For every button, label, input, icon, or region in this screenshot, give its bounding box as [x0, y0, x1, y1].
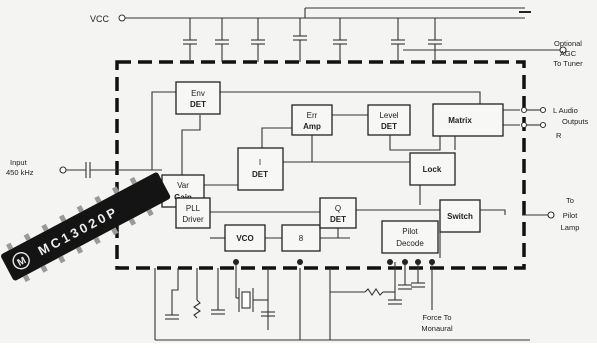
agc-label-line2: AGC — [560, 49, 577, 58]
motorola-logo-icon — [12, 252, 30, 270]
input-label: Input 450 kHz — [6, 158, 34, 177]
pll-driver-line2: Driver — [182, 215, 204, 224]
block-env-det: Env DET — [175, 81, 221, 115]
env-det-line2: DET — [190, 100, 206, 109]
block-vco: VCO — [224, 224, 266, 252]
i-det-line2: DET — [252, 170, 268, 179]
ic-boundary — [115, 60, 526, 270]
matrix-label: Matrix — [448, 116, 472, 125]
force-mono-line1: Force To — [422, 313, 451, 322]
q-det-line2: DET — [330, 215, 346, 224]
output-terminals — [520, 46, 567, 219]
pilot-decode-line1: Pilot — [402, 227, 418, 236]
pll-driver-line1: PLL — [186, 204, 201, 213]
q-det-line1: Q — [335, 204, 341, 213]
vco-label: VCO — [236, 234, 253, 243]
audio-label-line2: Outputs — [562, 117, 589, 126]
block-q-det: Q DET — [319, 197, 357, 229]
top-capacitors — [183, 18, 560, 62]
block-pll-driver: PLL Driver — [175, 197, 211, 229]
input-label-line1: Input — [10, 158, 28, 167]
bottom-components — [154, 262, 530, 341]
block-pilot-decode: Pilot Decode — [381, 220, 439, 254]
input-coupling — [59, 162, 120, 178]
block-i-det: I DET — [237, 147, 284, 191]
err-amp-line1: Err — [307, 111, 318, 120]
pin-dots — [233, 259, 435, 265]
force-mono-label: Force To Monaural — [421, 313, 453, 333]
env-det-line1: Env — [191, 89, 205, 98]
block-switch: Switch — [439, 199, 481, 233]
vcc-rail: VCC — [90, 7, 531, 24]
internal-wiring — [120, 91, 548, 258]
block-matrix: Matrix — [432, 103, 504, 137]
vcc-label: VCC — [90, 14, 110, 24]
agc-label-line3: To Tuner — [553, 59, 583, 68]
level-det-line1: Level — [379, 111, 398, 120]
divider-label: 8 — [299, 234, 304, 243]
force-mono-line2: Monaural — [421, 324, 453, 333]
right-label: R — [556, 131, 562, 140]
agc-label: Optional AGC To Tuner — [553, 39, 583, 68]
block-divider: 8 — [281, 224, 321, 252]
level-det-line2: DET — [381, 122, 397, 131]
var-gain-line1: Var — [177, 181, 189, 190]
input-label-line2: 450 kHz — [6, 168, 34, 177]
block-err-amp: Err Amp — [291, 104, 333, 136]
lock-label: Lock — [423, 165, 442, 174]
pilot-decode-line2: Decode — [396, 239, 424, 248]
pilot-lamp-line2: Pilot — [563, 211, 579, 220]
err-amp-line2: Amp — [303, 122, 321, 131]
block-level-det: Level DET — [367, 104, 411, 136]
pilot-lamp-line3: Lamp — [561, 223, 580, 232]
pilot-lamp-label: To Pilot Lamp — [561, 196, 580, 232]
agc-label-line1: Optional — [554, 39, 582, 48]
i-det-line1: I — [259, 158, 261, 167]
pilot-lamp-line1: To — [566, 196, 574, 205]
switch-label: Switch — [447, 212, 473, 221]
audio-label-line1: L Audio — [553, 106, 578, 115]
block-lock: Lock — [409, 152, 456, 186]
audio-label: L Audio Outputs R — [553, 106, 589, 140]
